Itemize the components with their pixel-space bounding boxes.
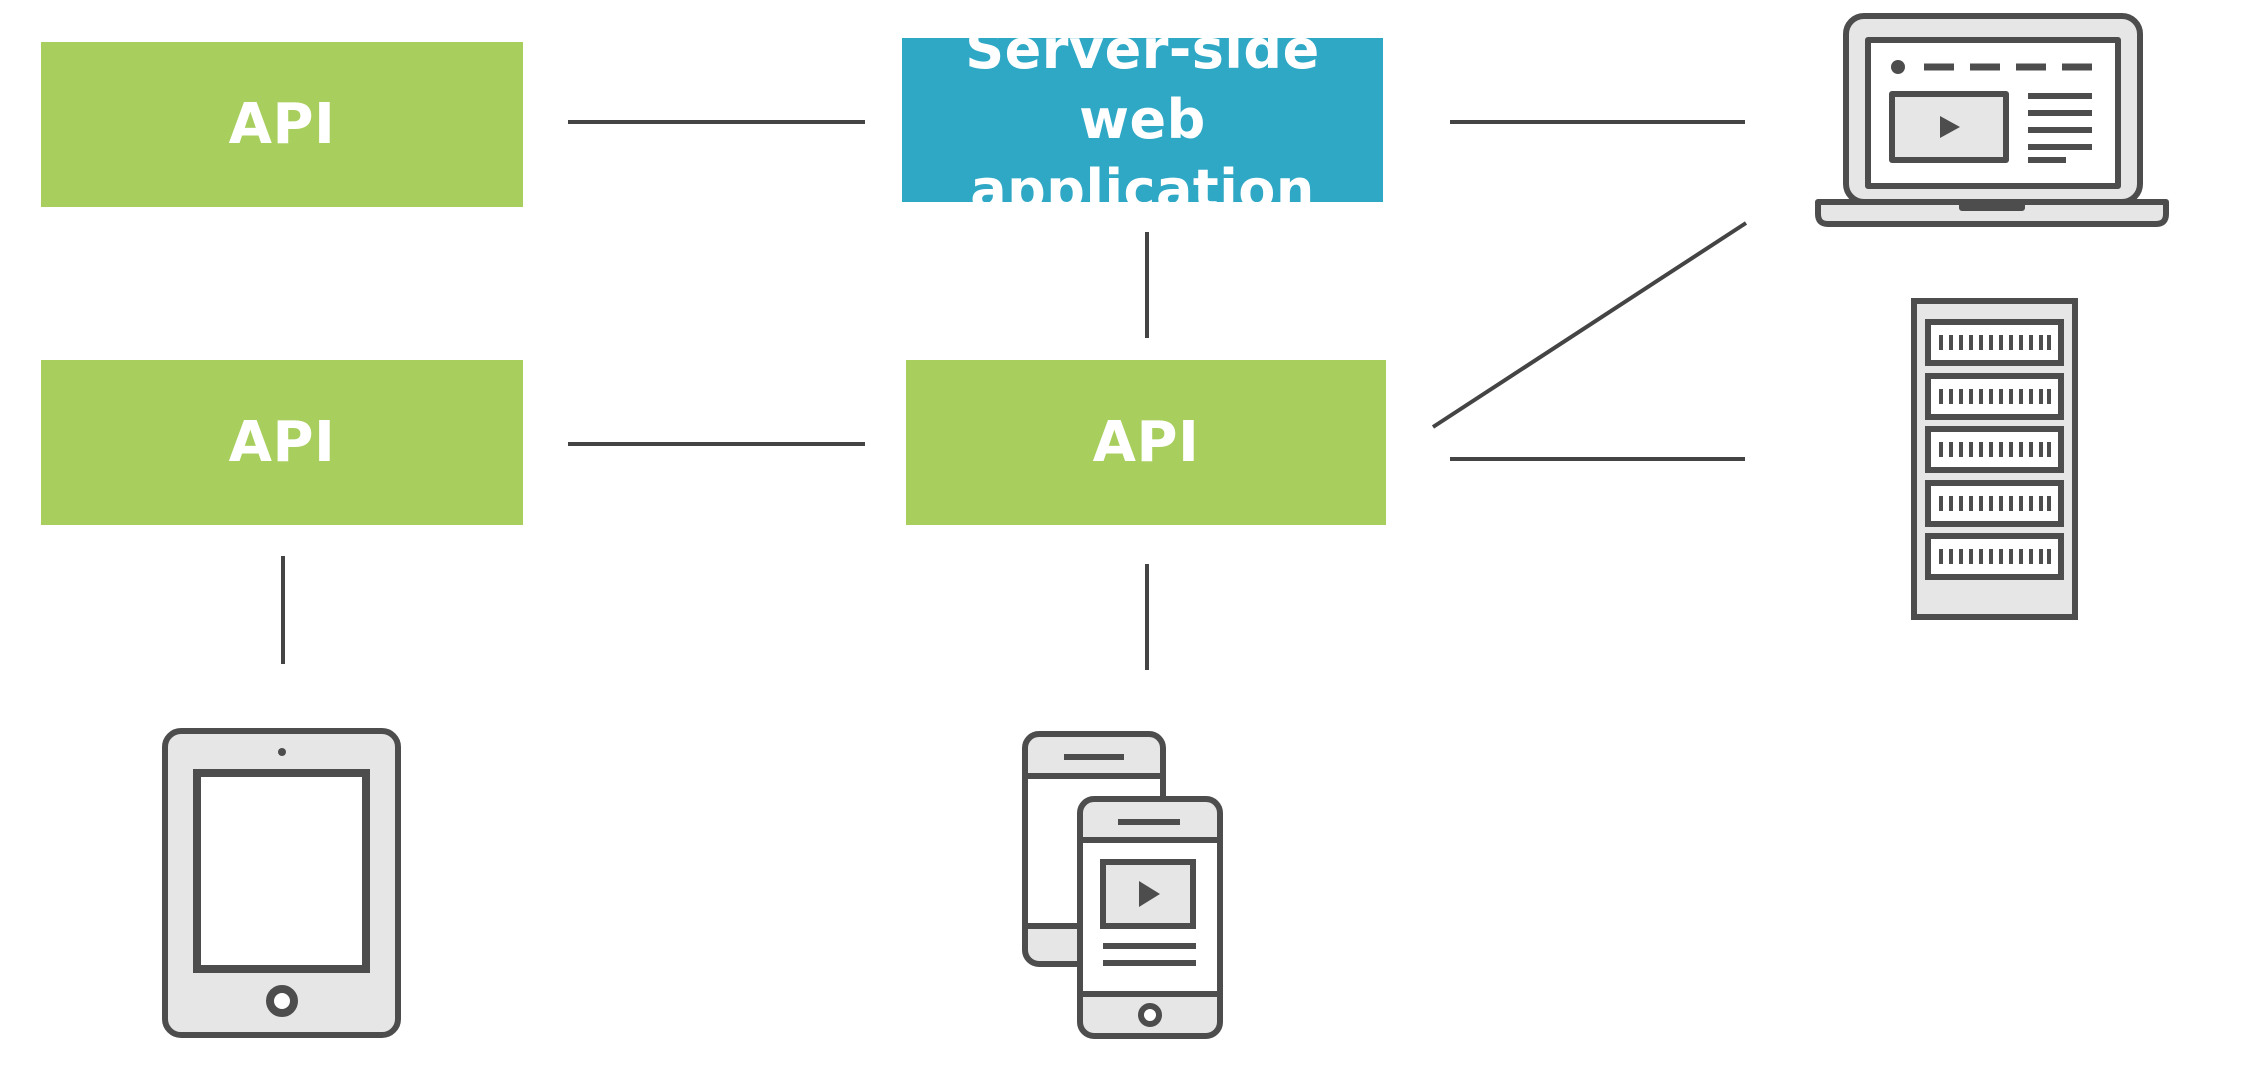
tablet-icon [162,728,401,1038]
api-box-center-label: API [1092,410,1200,475]
api-box-top-left: API [41,42,523,207]
api-box-top-left-label: API [228,92,336,157]
web-application-box: Server-side web application [902,18,1383,221]
server-rack-icon [1911,298,2078,620]
mobile-phones-icon [1022,731,1223,1039]
web-application-label-line1: Server-side [965,18,1320,81]
connector-api-center-to-laptop [1431,221,1748,429]
connectors [281,120,1748,670]
web-application-label-line2: web application [970,88,1315,221]
laptop-icon [1815,13,2169,227]
api-box-center: API [906,360,1386,525]
api-box-mid-left-label: API [228,410,336,475]
api-box-mid-left: API [41,360,523,525]
server-slot-marks [1939,335,2051,564]
